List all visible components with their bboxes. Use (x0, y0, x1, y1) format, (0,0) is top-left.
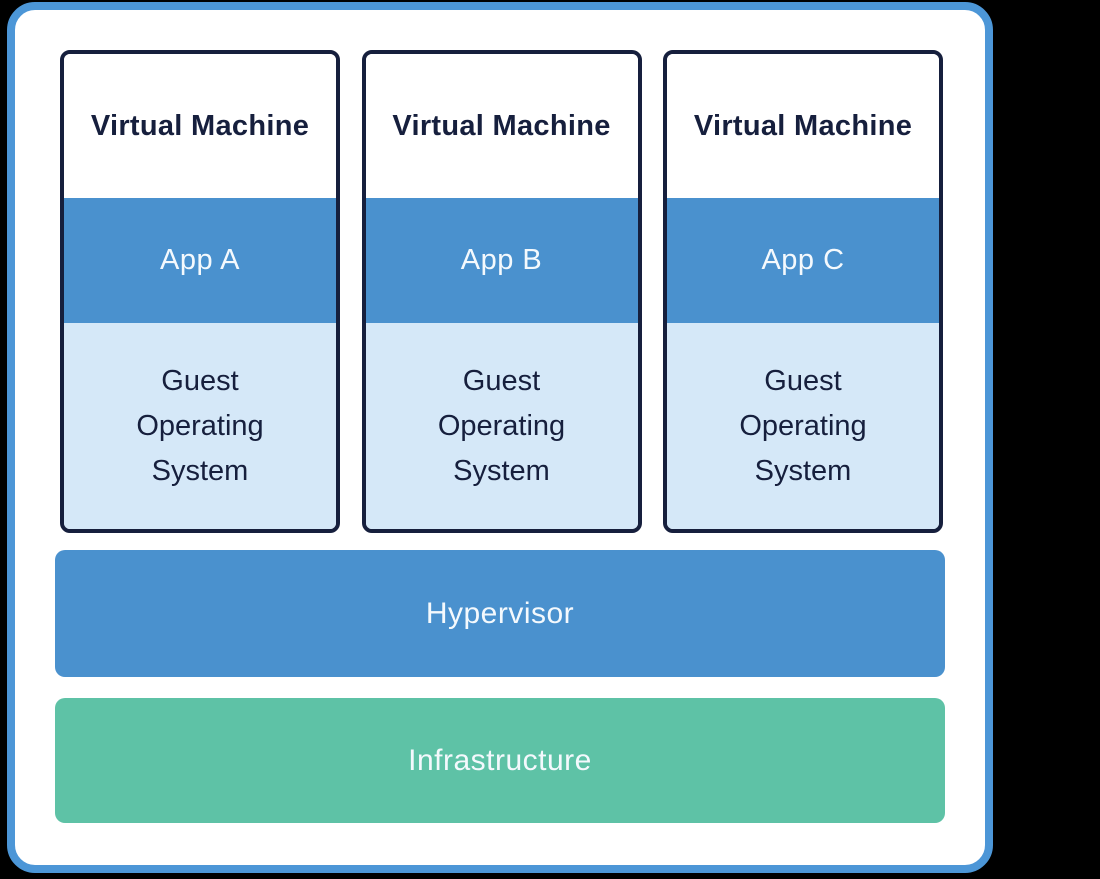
guest-os-section: Guest Operating System (64, 323, 336, 529)
infrastructure-bar: Infrastructure (55, 698, 945, 823)
vm-title: Virtual Machine (64, 54, 336, 198)
vm-box-1: Virtual Machine App A Guest Operating Sy… (60, 50, 340, 533)
vm-title: Virtual Machine (365, 54, 638, 198)
vm-box-3: Virtual Machine App C Guest Operating Sy… (663, 50, 943, 533)
vm-row: Virtual Machine App A Guest Operating Sy… (60, 50, 943, 533)
app-c-band: App C (667, 198, 939, 323)
vm-box-2: Virtual Machine App B Guest Operating Sy… (361, 50, 642, 533)
guest-os-label: Guest Operating System (136, 364, 264, 487)
guest-os-section: Guest Operating System (667, 323, 939, 529)
guest-os-label: Guest Operating System (739, 364, 867, 487)
app-b-band: App B (365, 198, 638, 323)
virtualization-diagram-card: Virtual Machine App A Guest Operating Sy… (7, 2, 993, 873)
guest-os-section: Guest Operating System (365, 323, 638, 529)
app-a-band: App A (64, 198, 336, 323)
vm-title: Virtual Machine (667, 54, 939, 198)
hypervisor-bar: Hypervisor (55, 550, 945, 677)
guest-os-label: Guest Operating System (437, 364, 566, 487)
